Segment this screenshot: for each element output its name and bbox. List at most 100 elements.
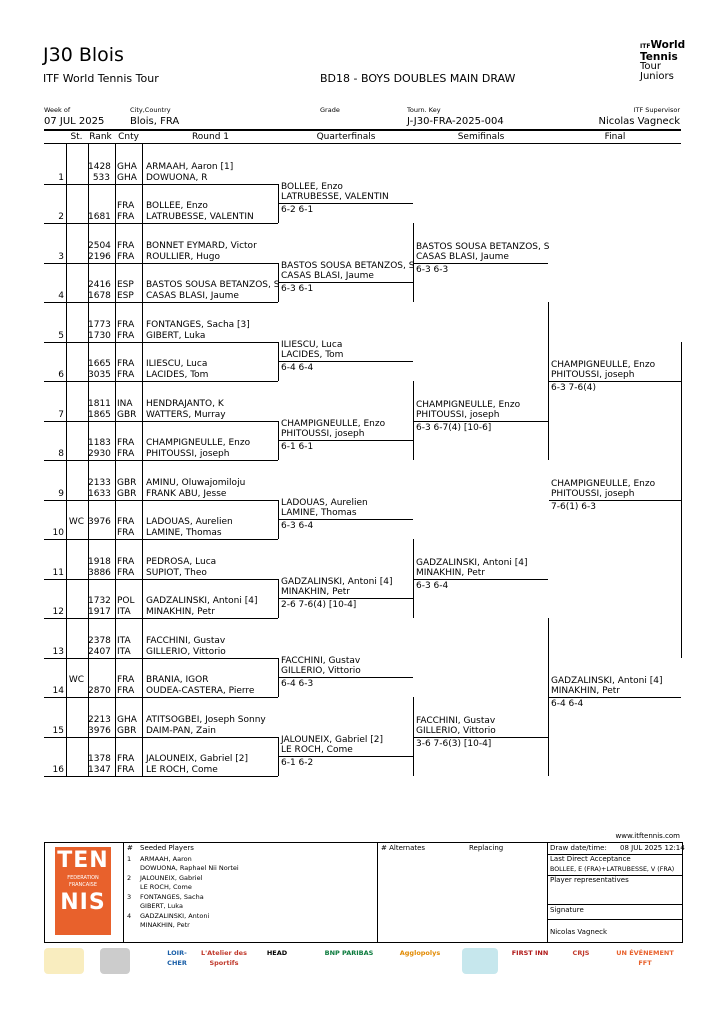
player-rank: 2378 (88, 635, 111, 646)
player-rank: 2504 (88, 240, 111, 251)
semifinal-result-score: 6-3 6-7(4) [10-6] (416, 422, 492, 433)
player-name: SUPIOT, Theo (146, 567, 207, 578)
draw-position: 10 (52, 528, 64, 538)
final-result-player: CHAMPIGNEULLE, Enzo (551, 360, 656, 370)
footer-panel: TEN FEDERATION FRANCAISE NIS # Seeded Pl… (44, 842, 685, 943)
player-name: ARMAAH, Aaron [1] (146, 161, 234, 172)
semifinal-result-score: 3-6 7-6(3) [10-4] (416, 738, 492, 749)
draw-position: 16 (52, 765, 64, 775)
draw-line (44, 381, 278, 382)
player-name: FRANK ABU, Jesse (146, 488, 227, 499)
bracket-line (278, 361, 413, 363)
bracket-line (413, 420, 548, 422)
player-country: FRA (117, 528, 135, 538)
quarterfinal-result-score: 6-3 6-4 (281, 521, 314, 532)
quarterfinal-result-player: LACIDES, Tom (281, 350, 344, 361)
player-country: GHA (117, 161, 137, 172)
sponsor-logo (44, 948, 84, 974)
player-name: LE ROCH, Come (146, 765, 218, 775)
quarterfinal-result-player: LE ROCH, Come (281, 745, 353, 756)
quarterfinal-result-player: BOLLEE, Enzo (281, 182, 343, 193)
player-name: ATITSOGBEI, Joseph Sonny (146, 714, 266, 725)
signature-label: Signature (550, 906, 584, 914)
bracket-line (413, 578, 548, 580)
player-rank: 3035 (88, 370, 111, 380)
player-name: LADOUAS, Aurelien (146, 517, 233, 527)
itf-world-tennis-tour-juniors-logo: ITFWorld Tennis Tour Juniors (640, 39, 686, 82)
player-country: FRA (117, 449, 135, 459)
player-rank: 2196 (88, 251, 111, 262)
player-name: BRANIA, IGOR (146, 675, 209, 685)
player-country: FRA (117, 765, 135, 775)
player-rank: 1633 (88, 488, 111, 499)
draw-line (44, 697, 278, 698)
player-country: FRA (117, 556, 135, 567)
draw-line (44, 499, 278, 501)
sponsor-logo (462, 948, 498, 974)
player-country: FRA (117, 675, 135, 685)
player-rank: 2416 (88, 280, 111, 290)
player-rank: 1347 (88, 765, 111, 775)
player-rank: 3886 (88, 567, 111, 578)
header-rule (44, 129, 681, 131)
draw-line (44, 223, 278, 224)
player-name: GIBERT, Luka (146, 330, 206, 341)
draw-position: 11 (52, 567, 64, 578)
sponsor-logo: FIRST INN (511, 949, 549, 957)
draw-line (44, 460, 278, 461)
quarterfinal-result-player: JALOUNEIX, Gabriel [2] (281, 735, 384, 746)
player-country: FRA (117, 517, 135, 527)
player-rank: 2133 (88, 477, 111, 488)
player-name: LAMINE, Thomas (146, 528, 222, 538)
player-name: LATRUBESSE, VALENTIN (146, 212, 254, 222)
draw-line (44, 776, 278, 777)
page-title: J30 Blois (43, 44, 124, 66)
player-country: FRA (117, 201, 135, 211)
semifinal-result-player: BASTOS SOUSA BETANZOS, S (416, 241, 550, 252)
player-rank: 1681 (88, 212, 111, 222)
draw-position: 4 (58, 291, 64, 301)
player-name: ILIESCU, Luca (146, 359, 208, 369)
event-name: BD18 - BOYS DOUBLES MAIN DRAW (320, 72, 516, 85)
player-rank: 2407 (88, 646, 111, 657)
player-rank: 1811 (88, 398, 111, 409)
draw-line (44, 302, 278, 303)
player-country: GBR (117, 725, 137, 736)
player-rank: 1732 (88, 596, 111, 606)
seeded-player: FONTANGES, Sacha (140, 893, 204, 901)
player-rank: 1773 (88, 319, 111, 330)
draw-position: 5 (58, 330, 64, 341)
player-rank: 3976 (88, 517, 111, 527)
quarterfinal-result-score: 6-1 6-2 (281, 758, 314, 769)
tour-name: ITF World Tennis Tour (43, 72, 159, 85)
sponsor-logo: Agglopolys (399, 949, 441, 957)
player-country: FRA (117, 686, 135, 696)
player-name: LACIDES, Tom (146, 370, 209, 380)
player-name: GILLERIO, Vittorio (146, 646, 226, 657)
player-rank: 1730 (88, 330, 111, 341)
player-country: GBR (117, 477, 137, 488)
draw-date-label: Draw date/time: (550, 844, 607, 852)
draw-line (44, 618, 278, 619)
player-country: FRA (117, 251, 135, 262)
seeded-player: 4 (127, 912, 132, 920)
draw-position: 6 (58, 370, 64, 380)
draw-position: 13 (52, 646, 64, 657)
seeds-header: Seeded Players (140, 844, 194, 852)
signature-name: Nicolas Vagneck (550, 928, 608, 936)
bracket-line (278, 519, 413, 521)
player-rank: 1428 (88, 161, 111, 172)
seeded-player: LE ROCH, Come (140, 883, 192, 891)
sponsor-logo: UN ÉVÉNEMENT FFT (616, 949, 674, 967)
lda-value: BOLLEE, E (FRA)+LATRUBESSE, V (FRA) (550, 866, 675, 873)
player-name: DOWUONA, R (146, 172, 208, 183)
draw-line (44, 341, 278, 343)
player-name: GADZALINSKI, Antoni [4] (146, 596, 258, 606)
player-country: FRA (117, 754, 135, 764)
col-semifinals: Semifinals (457, 132, 505, 142)
player-rank: 1918 (88, 556, 111, 567)
player-name: DAIM-PAN, Zain (146, 725, 216, 736)
col-quarterfinals: Quarterfinals (316, 132, 376, 142)
columns-rule (44, 143, 681, 144)
entry-status: WC (68, 517, 85, 527)
